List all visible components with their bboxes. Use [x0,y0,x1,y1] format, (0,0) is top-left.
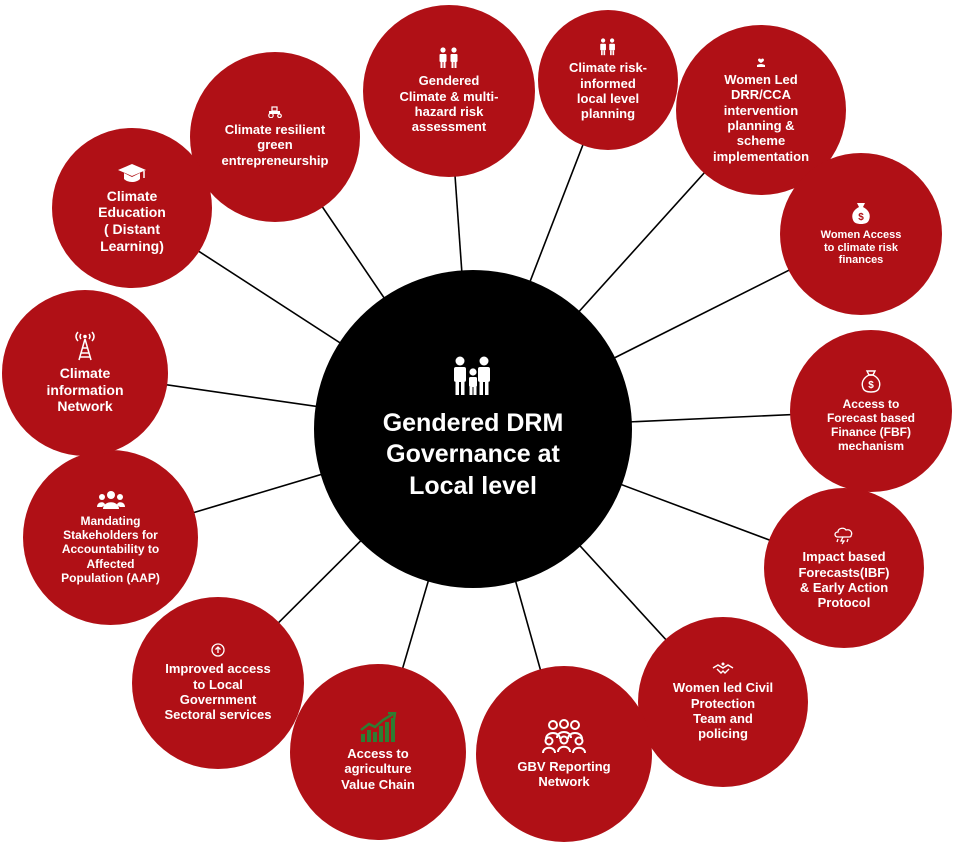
graduation-cap-icon [118,163,146,182]
node-education: Climate Education ( Distant Learning) [52,128,212,288]
family-icon [454,356,490,396]
node-education-label: Climate Education ( Distant Learning) [98,187,166,254]
handshake-icon [712,662,734,675]
node-women-led-drr-label: Women Led DRR/CCA intervention planning … [712,72,810,164]
node-info-network: Climate information Network [2,290,168,456]
growth-chart-icon [360,712,397,742]
hand-heart-icon [757,58,765,68]
node-entrepreneurship-label: Climate resilient green entrepreneurship [221,122,329,168]
node-local-planning: Climate risk- informed local level plann… [538,10,678,150]
node-local-planning-label: Climate risk- informed local level plann… [568,60,648,122]
node-risk-assessment-label: Gendered Climate & multi- hazard risk as… [399,73,499,135]
node-civil-protection-label: Women led Civil Protection Team and poli… [672,680,774,742]
node-women-led-drr: Women Led DRR/CCA intervention planning … [676,25,846,195]
money-bag-outline-icon: $ [861,369,881,393]
svg-text:$: $ [858,212,864,223]
node-aap-label: Mandating Stakeholders for Accountabilit… [61,514,160,585]
people-icon [439,47,458,69]
node-aap: Mandating Stakeholders for Accountabilit… [23,450,198,625]
node-value-chain-label: Access to agriculture Value Chain [341,746,415,792]
users-icon [96,491,125,510]
node-value-chain: Access to agriculture Value Chain [290,664,466,840]
node-fbf-label: Access to Forecast based Finance (FBF) m… [826,396,916,454]
node-risk-finances: $ Women Access to climate risk finances [780,153,942,315]
node-ibf-label: Impact based Forecasts(IBF) & Early Acti… [798,549,890,611]
arrow-up-circle-icon [211,643,225,657]
node-info-network-label: Climate information Network [46,365,124,415]
tractor-icon [268,106,282,118]
storm-cloud-icon [834,527,853,545]
people-icon [600,38,615,56]
hub-title: Gendered DRM Governance at Local level [382,409,564,500]
node-civil-protection: Women led Civil Protection Team and poli… [638,617,808,787]
node-local-gov: Improved access to Local Government Sect… [132,597,304,769]
node-risk-assessment: Gendered Climate & multi- hazard risk as… [363,5,535,177]
group-icon [542,718,586,753]
node-local-gov-label: Improved access to Local Government Sect… [164,661,272,723]
node-gbv: GBV Reporting Network [476,666,652,842]
node-entrepreneurship: Climate resilient green entrepreneurship [190,52,360,222]
center-hub: Gendered DRM Governance at Local level [314,270,632,588]
money-bag-icon: $ [852,202,870,224]
antenna-icon [75,331,95,361]
node-ibf: Impact based Forecasts(IBF) & Early Acti… [764,488,924,648]
node-fbf: $ Access to Forecast based Finance (FBF)… [790,330,952,492]
svg-text:$: $ [868,380,874,391]
node-risk-finances-label: Women Access to climate risk finances [820,228,902,267]
node-gbv-label: GBV Reporting Network [517,758,611,789]
